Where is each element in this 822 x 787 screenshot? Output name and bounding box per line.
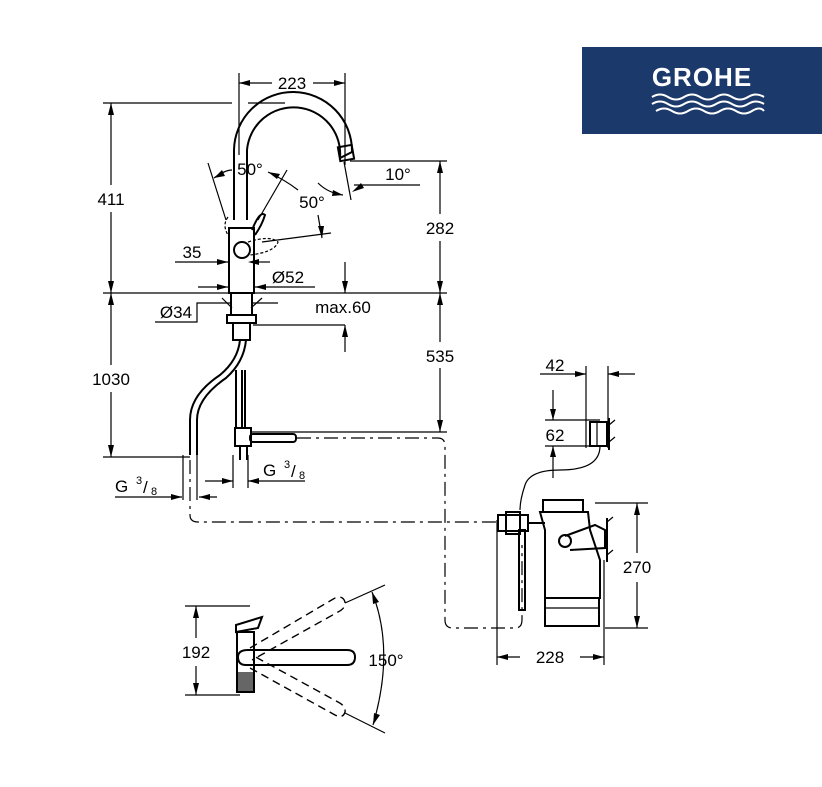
label-150deg: 150°: [368, 651, 403, 670]
logo-background: [582, 47, 822, 134]
label-270: 270: [623, 558, 651, 577]
label-192: 192: [182, 643, 210, 662]
label-535: 535: [426, 347, 454, 366]
svg-text:8: 8: [299, 470, 305, 482]
label-lever-left: 50°: [237, 160, 263, 179]
label-62: 62: [546, 426, 565, 445]
svg-text:/: /: [143, 478, 148, 497]
label-42: 42: [546, 356, 565, 375]
label-411: 411: [97, 190, 124, 209]
svg-text:3: 3: [284, 459, 290, 471]
faucet-top-view: [235, 596, 357, 718]
wall-box: [589, 418, 616, 450]
pipe-routes: [189, 437, 601, 629]
svg-text:8: 8: [151, 486, 157, 498]
filter-unit: [497, 499, 614, 627]
label-lever-right: 50°: [299, 193, 325, 212]
svg-text:3: 3: [136, 475, 142, 487]
label-d34: Ø34: [160, 303, 192, 322]
grohe-logo: GROHE: [582, 47, 822, 134]
label-d52: Ø52: [272, 268, 304, 287]
label-1030: 1030: [92, 370, 130, 389]
logo-text: GROHE: [652, 62, 752, 92]
label-228: 228: [536, 648, 564, 667]
svg-text:/: /: [291, 462, 296, 481]
reference-lines: [103, 102, 447, 458]
label-10deg: 10°: [385, 165, 411, 184]
label-35: 35: [183, 243, 202, 262]
label-thread-left: G 3 / 8: [115, 475, 157, 498]
svg-text:G: G: [263, 461, 276, 480]
faucet-side-view: [189, 91, 356, 460]
label-282: 282: [426, 219, 454, 238]
label-thread-right: G 3 / 8: [263, 459, 305, 482]
label-223: 223: [278, 74, 306, 93]
label-max60: max.60: [315, 298, 371, 317]
dimension-labels: 223 411 282 1030 535 50° 50° 10° 35 Ø52 …: [92, 74, 651, 670]
svg-text:G: G: [115, 477, 128, 496]
dimension-lines: [108, 73, 648, 734]
